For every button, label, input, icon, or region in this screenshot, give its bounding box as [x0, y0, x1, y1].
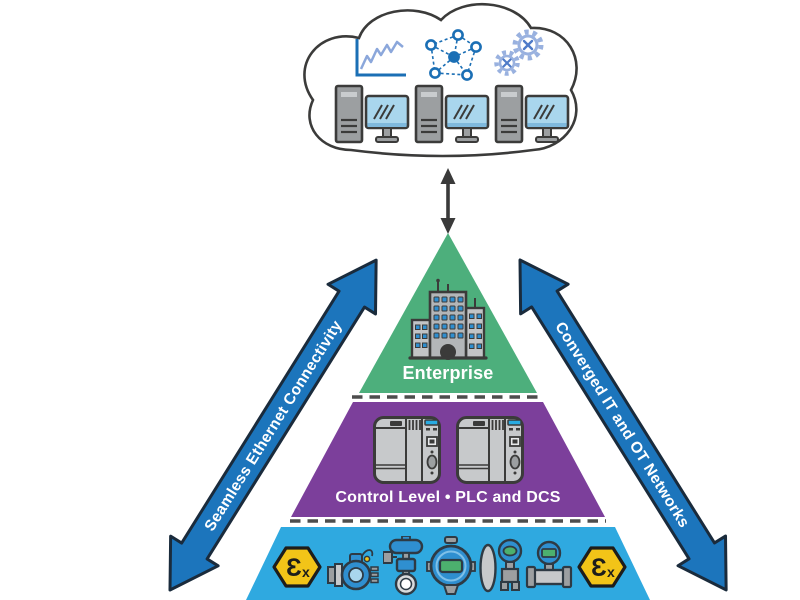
line-chart-icon — [355, 39, 406, 77]
workstation-icon — [334, 84, 410, 144]
pump-valve-icon — [327, 549, 379, 591]
it-ot-networks-arrow: Converged IT and OT Networks — [518, 258, 728, 592]
ex-x: x — [607, 564, 615, 580]
pyramid-level-control — [291, 402, 605, 517]
control-valve-icon — [383, 536, 424, 596]
network-nodes-icon — [425, 29, 482, 81]
workstation-icon — [494, 84, 570, 144]
pressure-transmitter-icon — [479, 538, 523, 593]
ex-epsilon: Ɛ — [286, 554, 302, 582]
ex-hazardous-area-marking-icon: Ɛ x — [577, 546, 627, 588]
plc-icon — [373, 416, 441, 484]
cloud-pyramid-arrow-icon — [440, 168, 456, 234]
process-transmitter-icon — [426, 536, 476, 595]
ex-x: x — [302, 564, 310, 580]
gears-icon — [494, 29, 544, 76]
flow-meter-icon — [525, 540, 573, 589]
ex-hazardous-area-marking-icon: Ɛ x — [272, 546, 322, 588]
enterprise-building-icon — [408, 278, 488, 360]
it-ot-networks-label: Converged IT and OT Networks — [551, 319, 692, 531]
level-separator — [290, 519, 606, 523]
level-separator — [352, 395, 544, 399]
ethernet-connectivity-label: Seamless Ethernet Connectivity — [202, 318, 346, 535]
plc-icon — [456, 416, 524, 484]
ethernet-connectivity-arrow: Seamless Ethernet Connectivity — [168, 258, 378, 592]
ex-epsilon: Ɛ — [591, 554, 607, 582]
workstation-icon — [414, 84, 490, 144]
control-level-label: Control Level • PLC and DCS — [335, 489, 561, 506]
enterprise-label: Enterprise — [402, 363, 494, 383]
